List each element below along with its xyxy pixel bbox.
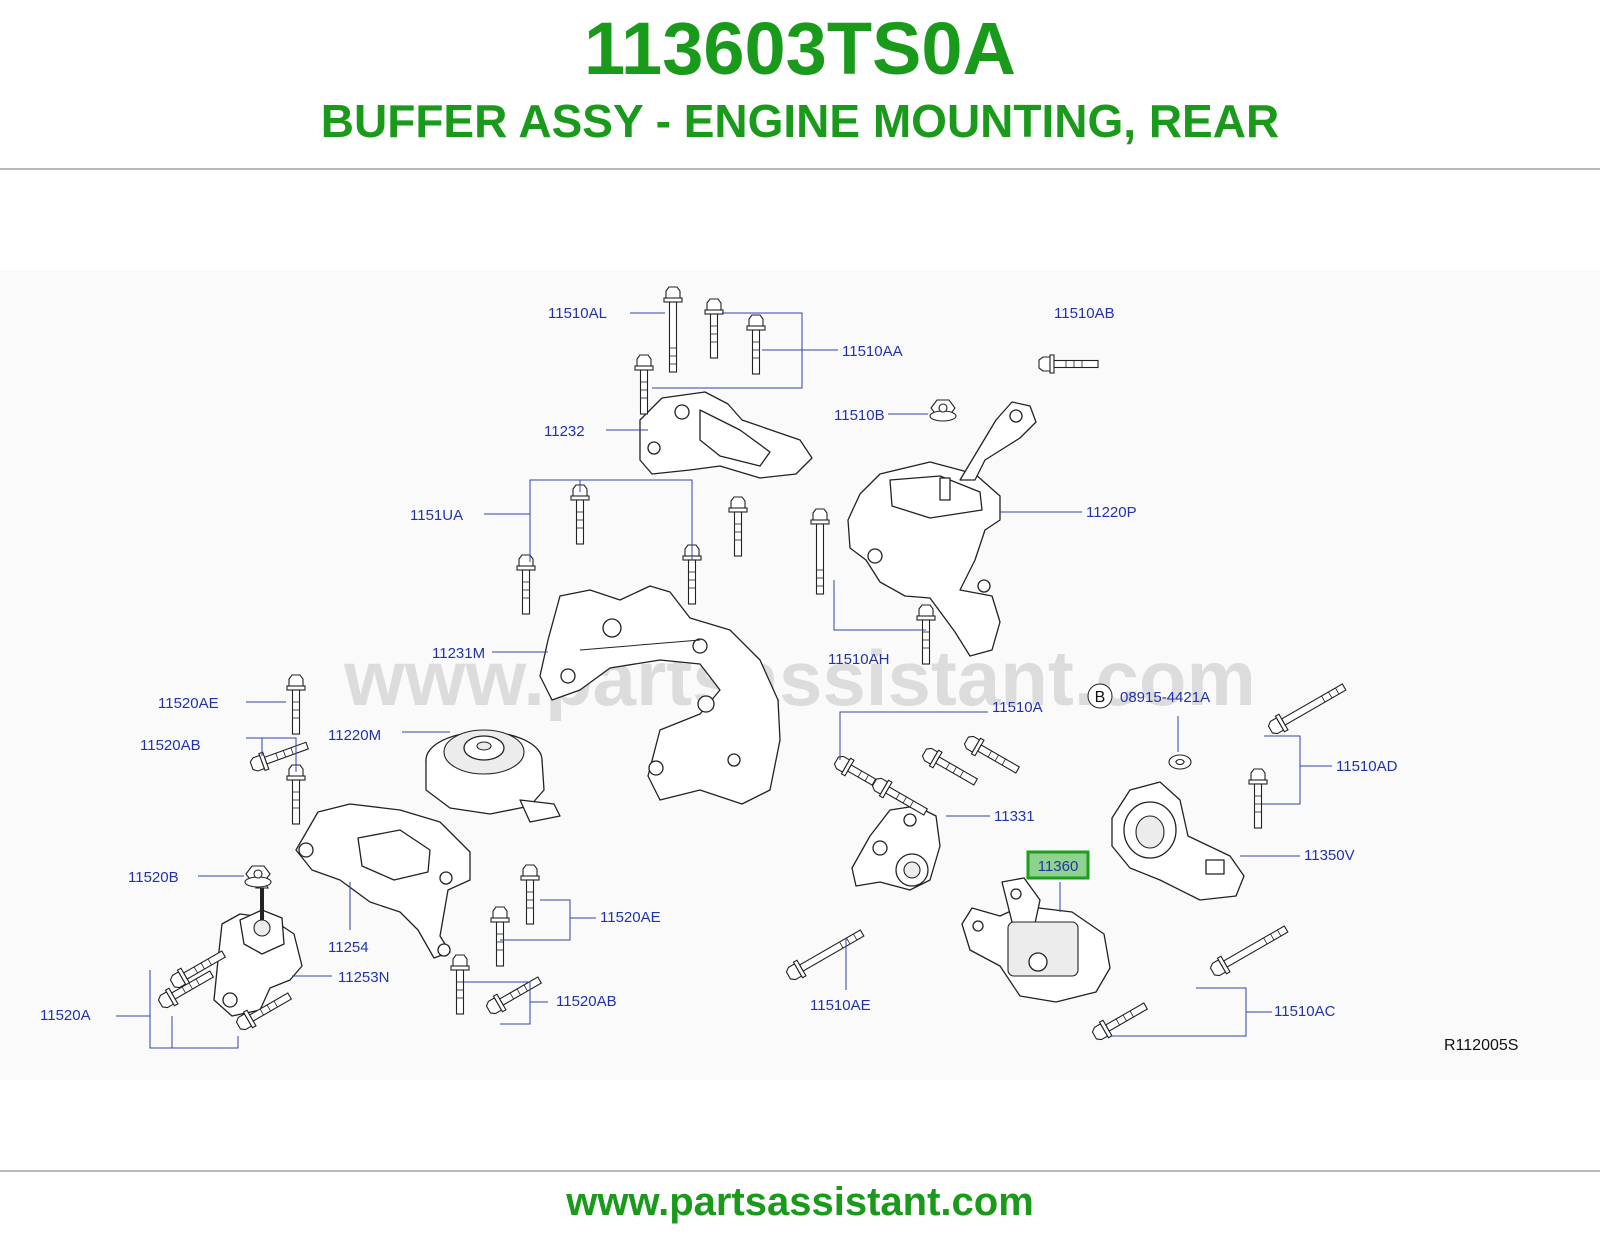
callout-11360[interactable]: 11360 xyxy=(1038,858,1079,875)
part-11331-mount xyxy=(851,805,941,891)
callout-11510AD[interactable]: 11510AD xyxy=(1336,758,1398,775)
highlight-11360-box[interactable]: 11360 xyxy=(1026,850,1090,880)
part-11253N-mount xyxy=(213,876,303,1017)
leader-lines xyxy=(116,312,1332,1049)
header-divider xyxy=(0,168,1600,170)
part-11231M-bracket xyxy=(539,585,781,805)
callout-11510AL[interactable]: 11510AL xyxy=(548,305,607,322)
callout-08915-4421A[interactable]: 08915-4421A xyxy=(1120,689,1210,706)
callout-11220P[interactable]: 11220P xyxy=(1086,504,1137,521)
part-11232-bracket xyxy=(639,391,813,479)
callout-11520B[interactable]: 11520B xyxy=(128,869,179,886)
callout-11232[interactable]: 11232 xyxy=(544,423,585,440)
callout-11520AE-left[interactable]: 11520AE xyxy=(158,695,219,712)
callout-11331[interactable]: 11331 xyxy=(994,808,1035,825)
callout-11350V[interactable]: 11350V xyxy=(1304,847,1355,864)
callout-11510AE[interactable]: 11510AE xyxy=(810,997,871,1014)
bolts-group xyxy=(155,286,1350,1044)
part-11254-bracket xyxy=(295,803,471,959)
callout-11510AH[interactable]: 11510AH xyxy=(828,651,889,668)
callout-11510A[interactable]: 11510A xyxy=(992,699,1043,716)
callout-11520AB-left[interactable]: 11520AB xyxy=(140,737,201,754)
part-description: BUFFER ASSY - ENGINE MOUNTING, REAR xyxy=(320,95,1280,147)
part-11350V-torque-rod xyxy=(1111,781,1245,901)
callout-11510AC[interactable]: 11510AC xyxy=(1274,1003,1336,1020)
part-11220M-round-mount xyxy=(425,729,561,823)
callout-11510B[interactable]: 11510B xyxy=(834,407,885,424)
note-b-letter: B xyxy=(1095,689,1106,706)
footer-website-link[interactable]: www.partsassistant.com xyxy=(566,1180,1034,1224)
note-b-marker: B xyxy=(1087,683,1113,709)
callout-11520AE-right[interactable]: 11520AE xyxy=(600,909,661,926)
callout-11220M[interactable]: 11220M xyxy=(328,727,381,744)
callout-11231M[interactable]: 11231M xyxy=(432,645,485,662)
callout-11253N[interactable]: 11253N xyxy=(338,969,389,986)
part-11360-buffer-assy xyxy=(961,877,1111,1003)
callout-11520A[interactable]: 11520A xyxy=(40,1007,91,1024)
callout-11254[interactable]: 11254 xyxy=(328,939,369,956)
footer-divider xyxy=(0,1170,1600,1172)
callout-11510AA[interactable]: 11510AA xyxy=(842,343,903,360)
diagram-reference-code: R112005S xyxy=(1444,1037,1518,1054)
callout-1151UA[interactable]: 1151UA xyxy=(410,507,463,524)
callout-11520AB-bottom[interactable]: 11520AB xyxy=(556,993,617,1010)
part-11220P-engine-mount xyxy=(847,401,1037,657)
callout-11510AB-top[interactable]: 11510AB xyxy=(1054,305,1115,322)
part-number-title: 113603TS0A xyxy=(583,7,1016,90)
callout-labels: 11510AL 11510AA 11510AB 11232 11510B 115… xyxy=(40,305,1518,1054)
